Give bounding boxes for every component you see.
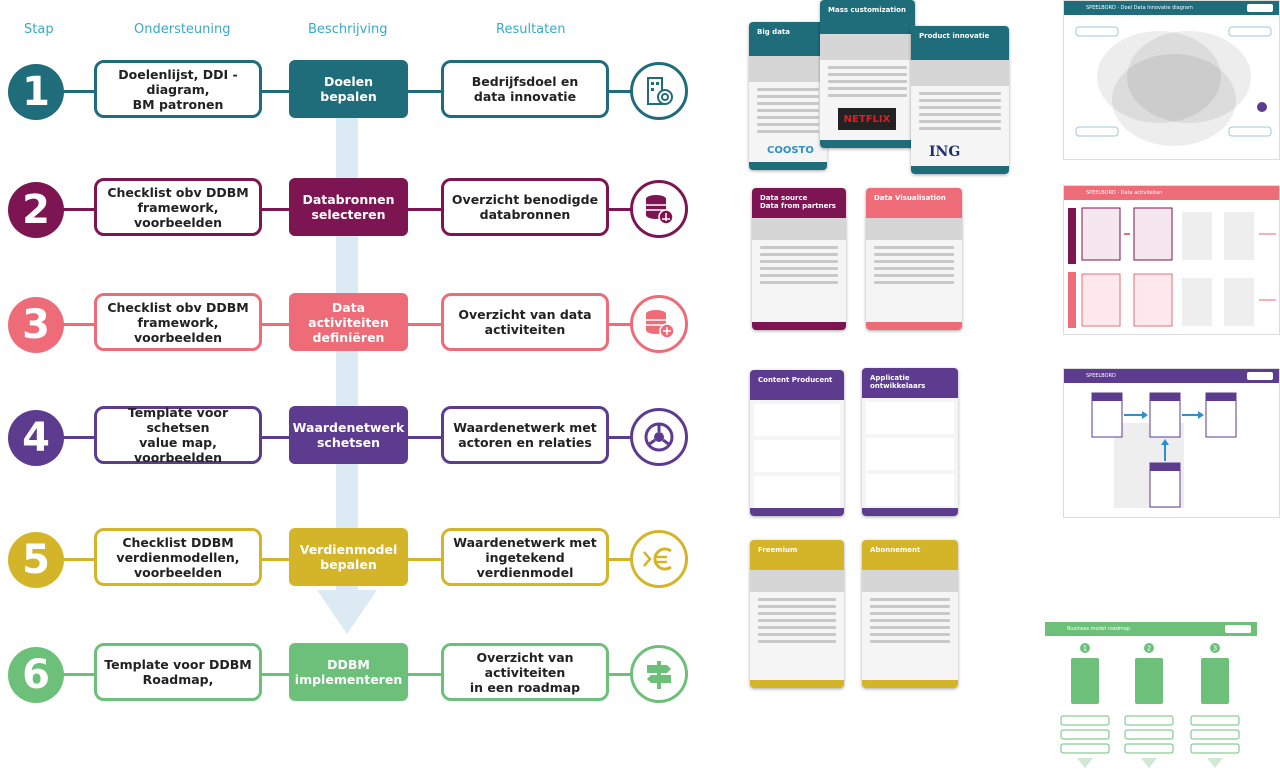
brand-ing: ING [929, 144, 961, 160]
brand-coosto: COOSTO [767, 145, 814, 156]
card-title: Data Visualisation [874, 194, 946, 202]
brand-netflix: NETFLIX [843, 113, 891, 125]
roadmap-step-dot [1210, 643, 1220, 653]
step-support: Checklist obv DDBM framework, voorbeelde… [94, 293, 262, 351]
roadmap-activity [1060, 715, 1110, 726]
step-row: 6 Template voor DDBM Roadmap, DDBM imple… [0, 635, 700, 715]
roadmap-step-dot [1080, 643, 1090, 653]
brand-netflix-logo: NETFLIX [838, 108, 896, 130]
roadmap-arrow [1207, 758, 1223, 768]
step-result: Overzicht benodigde databronnen [441, 178, 609, 236]
card-title: Abonnement [870, 546, 921, 554]
step-description: Waardenetwerk schetsen [289, 406, 408, 464]
roadmap-card [1201, 658, 1229, 704]
thumbnail-cards-1: Big data COOSTO Mass customization NETFL… [745, 0, 1015, 175]
slide-title: SPEELBORD · Data activiteiten [1086, 190, 1163, 196]
roadmap-activity [1060, 743, 1110, 754]
card-title: Data source Data from partners [760, 194, 836, 210]
step-row: 4 Template voor schetsen value map, voor… [0, 398, 700, 478]
database-network-icon [630, 180, 688, 238]
step-description: Databronnen selecteren [289, 178, 408, 236]
step-number: 4 [8, 410, 64, 466]
step-number: 6 [8, 647, 64, 703]
card-title: Product innovatie [919, 32, 990, 40]
card-content-producent: Content Producent [750, 370, 844, 516]
card-title: Content Producent [758, 376, 833, 384]
roadmap-step-dot [1144, 643, 1154, 653]
roadmap-step-number: 2 [1147, 645, 1151, 653]
card-mass-customization: Mass customization NETFLIX [820, 0, 915, 148]
card-big-data: Big data COOSTO [749, 22, 827, 170]
step-number: 1 [8, 64, 64, 120]
building-target-icon [630, 62, 688, 120]
step-support: Template voor DDBM Roadmap, [94, 643, 262, 701]
roadmap-step-number: 1 [1083, 645, 1087, 653]
card-title: Mass customization [828, 6, 906, 14]
roadmap-card [1071, 658, 1099, 704]
slide-title: Business model roadmap [1067, 626, 1131, 632]
step-row: 3 Checklist obv DDBM framework, voorbeel… [0, 285, 700, 365]
roadmap-board: 1 2 3 [1060, 643, 1240, 768]
card-title: Applicatie ontwikkelaars [870, 374, 926, 390]
step-number: 2 [8, 182, 64, 238]
signpost-icon [630, 645, 688, 703]
step-description: Data activiteiten definiëren [289, 293, 408, 351]
flow-arrow-head [317, 590, 377, 634]
slide-waardenetwerk: SPEELBORD [1063, 368, 1280, 518]
roadmap-activity [1124, 729, 1174, 740]
roadmap-step-number: 3 [1213, 645, 1217, 653]
step-row: 1 Doelenlijst, DDI -diagram, BM patronen… [0, 52, 700, 132]
slide-title: SPEELBORD [1086, 373, 1116, 379]
euro-icon [630, 530, 688, 588]
network-circle-icon [630, 408, 688, 466]
slide-ddi-diagram: SPEELBORD · Doel Data Innovatie diagram [1063, 0, 1280, 160]
card-data-source: Data source Data from partners [752, 188, 846, 330]
card-title: Freemium [758, 546, 798, 554]
roadmap-activity [1190, 729, 1240, 740]
slide-roadmap: Business model roadmap 1 2 3 [1045, 622, 1257, 771]
header-ondersteuning: Ondersteuning [134, 22, 231, 37]
step-description: Verdienmodel bepalen [289, 528, 408, 586]
database-move-icon [630, 295, 688, 353]
network-board [1091, 392, 1237, 508]
venn-diagram [1075, 26, 1272, 146]
header-beschrijving: Beschrijving [308, 22, 388, 37]
roadmap-arrow [1141, 758, 1157, 768]
card-freemium: Freemium [750, 540, 844, 688]
step-result: Waardenetwerk met actoren en relaties [441, 406, 609, 464]
roadmap-card [1135, 658, 1163, 704]
step-number: 5 [8, 532, 64, 588]
roadmap-activity [1124, 743, 1174, 754]
roadmap-activity [1190, 743, 1240, 754]
step-row: 2 Checklist obv DDBM framework, voorbeel… [0, 170, 700, 250]
card-product-innovatie: Product innovatie ING [911, 26, 1009, 174]
step-result: Waardenetwerk met ingetekend verdienmode… [441, 528, 609, 586]
card-title: Big data [757, 28, 790, 36]
header-stap: Stap [24, 22, 54, 37]
header-resultaten: Resultaten [496, 22, 566, 37]
card-abonnement: Abonnement [862, 540, 958, 688]
step-number: 3 [8, 297, 64, 353]
step-result: Overzicht van activiteiten in een roadma… [441, 643, 609, 701]
step-description: Doelen bepalen [289, 60, 408, 118]
activity-board [1068, 207, 1276, 328]
step-result: Overzicht van data activiteiten [441, 293, 609, 351]
step-description: DDBM implementeren [289, 643, 408, 701]
step-support: Doelenlijst, DDI -diagram, BM patronen [94, 60, 262, 118]
step-row: 5 Checklist DDBM verdienmodellen, voorbe… [0, 520, 700, 600]
card-data-visualisation: Data Visualisation [866, 188, 962, 330]
roadmap-activity [1124, 715, 1174, 726]
step-support: Checklist DDBM verdienmodellen, voorbeel… [94, 528, 262, 586]
slide-data-activiteiten: SPEELBORD · Data activiteiten [1063, 185, 1280, 335]
step-support: Template voor schetsen value map, voorbe… [94, 405, 262, 465]
roadmap-arrow [1077, 758, 1093, 768]
step-result: Bedrijfsdoel en data innovatie [441, 60, 609, 118]
slide-title: SPEELBORD · Doel Data Innovatie diagram [1086, 5, 1193, 11]
roadmap-activity [1190, 715, 1240, 726]
step-support: Checklist obv DDBM framework, voorbeelde… [94, 178, 262, 236]
roadmap-activity [1060, 729, 1110, 740]
card-applicatie-ontwikkelaars: Applicatie ontwikkelaars [862, 368, 958, 516]
